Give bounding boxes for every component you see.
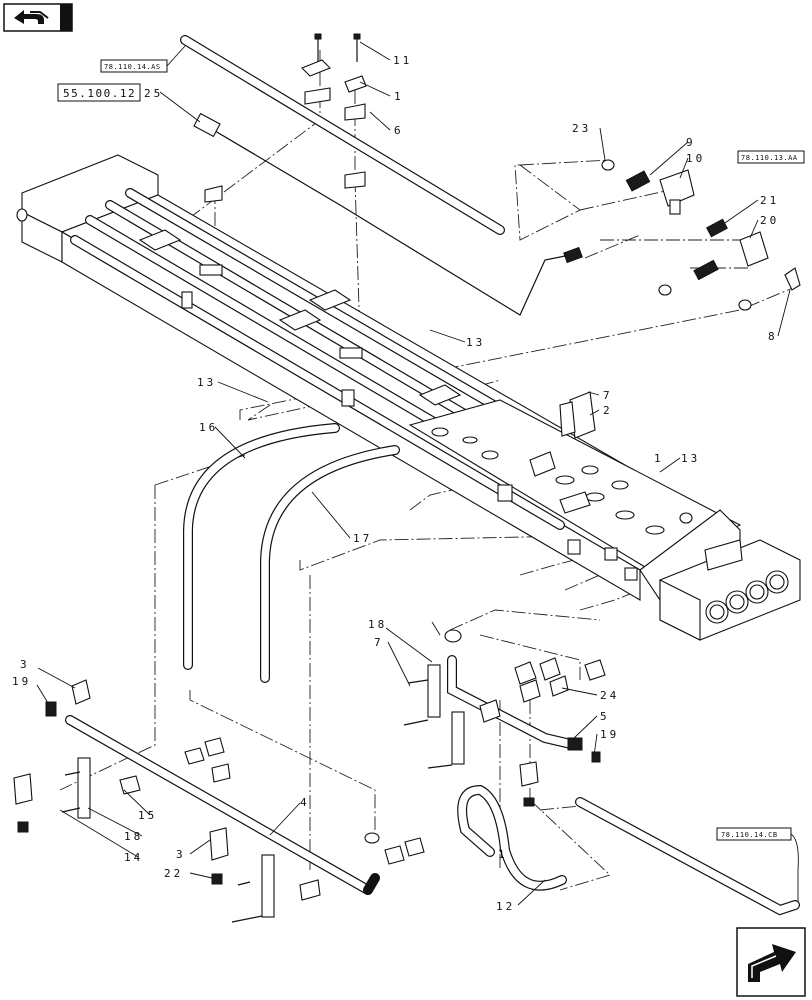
tube-12 <box>457 784 567 891</box>
leader-lines <box>36 41 791 906</box>
callout-23: 23 <box>572 122 591 135</box>
callout-5: 5 <box>600 710 610 723</box>
callout-19: 19 <box>12 675 31 688</box>
callout-18: 18 <box>368 618 387 631</box>
forward-button[interactable] <box>736 927 806 997</box>
reference-box-bottom-right[interactable]: 78.110.14.CB <box>716 827 792 841</box>
back-arrow-icon <box>14 10 49 24</box>
callout-13: 13 <box>466 336 485 349</box>
callout-18: 18 <box>124 830 143 843</box>
forward-arrow-icon <box>748 944 796 982</box>
reference-label: 55.100.12 <box>63 87 136 100</box>
callout-11: 11 <box>393 54 412 67</box>
callout-3: 3 <box>20 658 30 671</box>
callout-7: 7 <box>374 636 384 649</box>
callout-7: 7 <box>603 389 613 402</box>
assembly-lines <box>59 50 801 891</box>
callout-3: 3 <box>176 848 186 861</box>
lower-left-assembly <box>13 679 425 923</box>
reference-box-right[interactable]: 78.110.13.AA <box>737 150 805 164</box>
callout-1: 1 <box>654 452 664 465</box>
callout-16: 16 <box>199 421 218 434</box>
bracket-2 <box>559 391 596 439</box>
lower-center-assembly <box>403 629 606 807</box>
callout-13: 13 <box>681 452 700 465</box>
boom-frame <box>16 154 801 641</box>
callout-13: 13 <box>197 376 216 389</box>
lower-right-rod <box>575 797 800 916</box>
reference-label: 78.110.14.AS <box>104 63 161 71</box>
reference-box-main[interactable]: 55.100.12 <box>57 83 141 102</box>
callout-9: 9 <box>686 136 696 149</box>
callout-6: 6 <box>394 124 404 137</box>
callout-17: 17 <box>353 532 372 545</box>
reference-label: 78.110.14.CB <box>721 831 778 839</box>
callout-10: 10 <box>686 152 705 165</box>
wire-harness <box>193 112 583 316</box>
tube-17 <box>260 445 400 683</box>
reference-box-top-left[interactable]: 78.110.14.AS <box>100 59 168 73</box>
top-fasteners <box>204 33 367 203</box>
callout-20: 20 <box>760 214 779 227</box>
callout-22: 22 <box>164 867 183 880</box>
callout-19: 19 <box>600 728 619 741</box>
callout-21: 21 <box>760 194 779 207</box>
callout-1: 1 <box>394 90 404 103</box>
callout-4: 4 <box>300 796 310 809</box>
back-button[interactable] <box>3 3 73 32</box>
upper-rod <box>180 35 505 235</box>
callout-8: 8 <box>768 330 778 343</box>
tube-16 <box>183 423 340 670</box>
reference-label: 78.110.13.AA <box>741 154 798 162</box>
callouts: 11 1 6 25 23 9 10 21 20 8 13 13 16 17 7 … <box>12 54 779 913</box>
right-fittings <box>601 159 801 311</box>
callout-12: 12 <box>496 900 515 913</box>
callout-14: 14 <box>124 851 143 864</box>
callout-15: 15 <box>138 809 157 822</box>
callout-25: 25 <box>144 87 163 100</box>
callout-24: 24 <box>600 689 619 702</box>
callout-1: 1 <box>498 848 508 861</box>
callout-2: 2 <box>603 404 613 417</box>
